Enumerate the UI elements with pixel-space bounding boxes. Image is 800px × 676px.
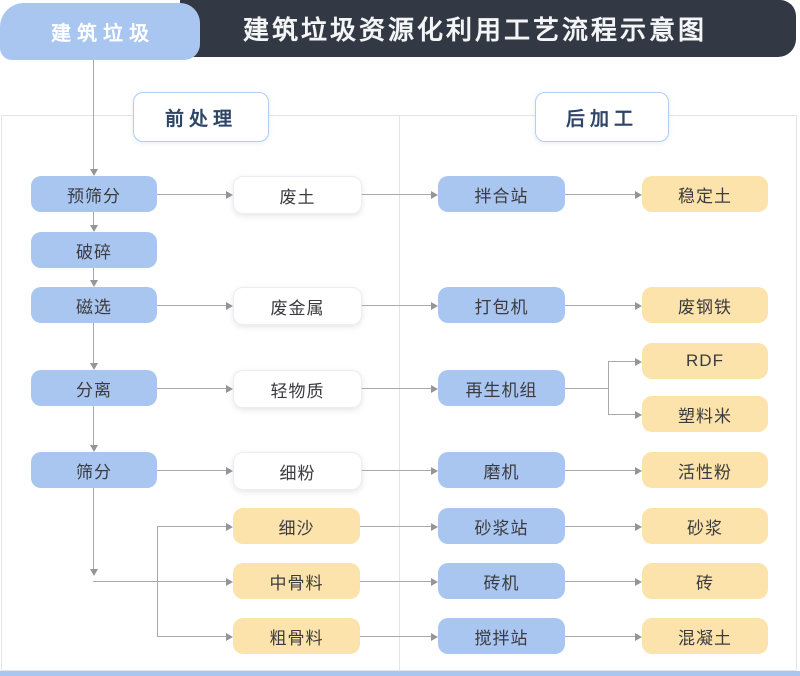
flow-line bbox=[93, 581, 226, 582]
arrowhead-right-icon bbox=[431, 466, 438, 475]
node-scrap-steel: 废钢铁 bbox=[642, 287, 768, 323]
flow-line bbox=[360, 636, 431, 637]
node-pre-screening: 预筛分 bbox=[31, 176, 157, 212]
flow-line bbox=[360, 470, 431, 471]
flow-line bbox=[565, 305, 635, 306]
arrowhead-right-icon bbox=[431, 632, 438, 641]
flow-line bbox=[565, 526, 635, 527]
node-mortar: 砂浆 bbox=[642, 508, 768, 544]
flow-line bbox=[360, 581, 431, 582]
flow-line bbox=[360, 388, 431, 389]
node-brick: 砖 bbox=[642, 563, 768, 599]
flow-line bbox=[608, 361, 635, 362]
flow-line bbox=[565, 581, 635, 582]
flow-line bbox=[157, 388, 226, 389]
arrowhead-right-icon bbox=[635, 357, 642, 366]
node-crushing: 破碎 bbox=[31, 232, 157, 268]
page-title: 建筑垃圾资源化利用工艺流程示意图 bbox=[242, 15, 707, 45]
arrowhead-right-icon bbox=[431, 577, 438, 586]
node-coarse-aggregate: 粗骨料 bbox=[233, 618, 360, 654]
flow-line bbox=[565, 470, 635, 471]
arrowhead-right-icon bbox=[635, 466, 642, 475]
arrowhead-down-icon bbox=[89, 569, 98, 576]
node-brick-machine: 砖机 bbox=[438, 563, 565, 599]
arrowhead-down-icon bbox=[89, 363, 98, 370]
node-screening: 筛分 bbox=[31, 452, 157, 488]
arrowhead-right-icon bbox=[226, 384, 233, 393]
node-waste-metal: 废金属 bbox=[233, 287, 362, 325]
arrowhead-right-icon bbox=[226, 466, 233, 475]
arrowhead-right-icon bbox=[226, 190, 233, 199]
node-regeneration-unit: 再生机组 bbox=[438, 370, 565, 406]
flow-line bbox=[360, 194, 431, 195]
flow-line bbox=[93, 323, 94, 363]
flow-line bbox=[360, 526, 431, 527]
node-mill: 磨机 bbox=[438, 452, 565, 488]
flow-line bbox=[565, 194, 635, 195]
node-magnetic-separation: 磁选 bbox=[31, 287, 157, 323]
section-label-pre-processing: 前处理 bbox=[133, 92, 269, 142]
arrowhead-right-icon bbox=[635, 632, 642, 641]
flow-line bbox=[93, 268, 94, 280]
arrowhead-right-icon bbox=[431, 190, 438, 199]
node-baler: 打包机 bbox=[438, 287, 565, 323]
flow-line bbox=[157, 305, 226, 306]
node-light-material: 轻物质 bbox=[233, 370, 362, 408]
flow-line bbox=[565, 388, 608, 389]
flow-line bbox=[93, 60, 94, 169]
source-tab-construction-waste: 建筑垃圾 bbox=[0, 3, 200, 60]
arrowhead-right-icon bbox=[635, 301, 642, 310]
node-mixing-plant: 拌合站 bbox=[438, 176, 565, 212]
arrowhead-right-icon bbox=[431, 384, 438, 393]
node-separation: 分离 bbox=[31, 370, 157, 406]
node-mortar-plant: 砂浆站 bbox=[438, 508, 565, 544]
source-tab-label: 建筑垃圾 bbox=[51, 23, 155, 45]
node-waste-soil: 废土 bbox=[233, 176, 362, 214]
node-plastic-pellets: 塑料米 bbox=[642, 396, 768, 432]
arrowhead-right-icon bbox=[431, 522, 438, 531]
arrowhead-right-icon bbox=[635, 190, 642, 199]
flow-line bbox=[608, 414, 635, 415]
flow-line bbox=[93, 212, 94, 225]
section-label-post-processing: 后加工 bbox=[535, 92, 669, 142]
flow-line bbox=[565, 636, 635, 637]
node-active-powder: 活性粉 bbox=[642, 452, 768, 488]
arrowhead-down-icon bbox=[89, 225, 98, 232]
bottom-accent-bar bbox=[0, 671, 800, 676]
node-medium-aggregate: 中骨料 bbox=[233, 563, 360, 599]
arrowhead-right-icon bbox=[226, 632, 233, 641]
arrowhead-right-icon bbox=[226, 522, 233, 531]
arrowhead-right-icon bbox=[431, 301, 438, 310]
arrowhead-right-icon bbox=[635, 410, 642, 419]
flow-line bbox=[93, 488, 94, 569]
flow-line bbox=[157, 194, 226, 195]
arrowhead-down-icon bbox=[89, 445, 98, 452]
arrowhead-right-icon bbox=[226, 577, 233, 586]
node-fine-powder: 细粉 bbox=[233, 452, 362, 490]
flow-line bbox=[157, 470, 226, 471]
flow-line bbox=[608, 361, 609, 414]
flow-line bbox=[157, 526, 226, 527]
arrowhead-down-icon bbox=[89, 169, 98, 176]
flow-line bbox=[360, 305, 431, 306]
panel-divider bbox=[399, 116, 400, 671]
header-bar: 建筑垃圾资源化利用工艺流程示意图 bbox=[180, 0, 796, 57]
node-concrete: 混凝土 bbox=[642, 618, 768, 654]
flow-line bbox=[157, 636, 226, 637]
node-stabilized-soil: 稳定土 bbox=[642, 176, 768, 212]
arrowhead-right-icon bbox=[226, 301, 233, 310]
arrowhead-right-icon bbox=[635, 577, 642, 586]
flow-line bbox=[157, 526, 158, 636]
node-rdf: RDF bbox=[642, 343, 768, 379]
arrowhead-down-icon bbox=[89, 280, 98, 287]
arrowhead-right-icon bbox=[635, 522, 642, 531]
flow-line bbox=[93, 406, 94, 445]
node-concrete-mixing-plant: 搅拌站 bbox=[438, 618, 565, 654]
node-fine-sand: 细沙 bbox=[233, 508, 360, 544]
